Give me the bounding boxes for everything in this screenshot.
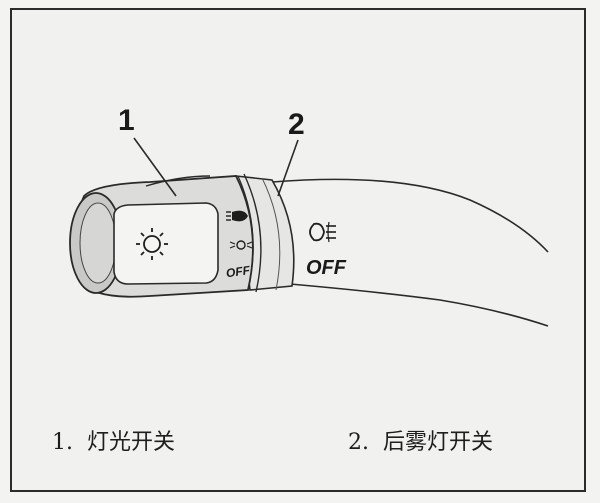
parking-light-icon bbox=[229, 240, 253, 250]
legend-text: 后雾灯开关 bbox=[383, 430, 494, 455]
callout-number-2: 2 bbox=[288, 108, 305, 141]
legend-number: 2. bbox=[348, 430, 369, 455]
lever-arm-lower-edge bbox=[289, 283, 549, 327]
knob-ridge bbox=[145, 175, 211, 187]
ring-groove-3 bbox=[261, 177, 281, 291]
outer-off-marking: OFF bbox=[306, 257, 347, 279]
legend-item-light-switch: 1. 灯光开关 bbox=[52, 424, 175, 456]
light-icon bbox=[136, 228, 168, 260]
callout-leader-2 bbox=[277, 139, 299, 197]
rear-fog-icon bbox=[309, 221, 336, 243]
callout-number-1: 1 bbox=[118, 104, 135, 137]
knob-end-cap-inner bbox=[79, 202, 117, 284]
inner-off-marking: OFF bbox=[225, 263, 251, 280]
legend-number: 1. bbox=[52, 430, 73, 455]
lever-arm-upper-edge bbox=[271, 178, 549, 253]
callout-leader-1 bbox=[133, 137, 177, 197]
headlight-icon bbox=[226, 210, 248, 222]
ring-groove-1 bbox=[243, 173, 262, 293]
legend-item-rear-fog-switch: 2. 后雾灯开关 bbox=[348, 424, 493, 456]
legend-text: 灯光开关 bbox=[87, 430, 176, 455]
